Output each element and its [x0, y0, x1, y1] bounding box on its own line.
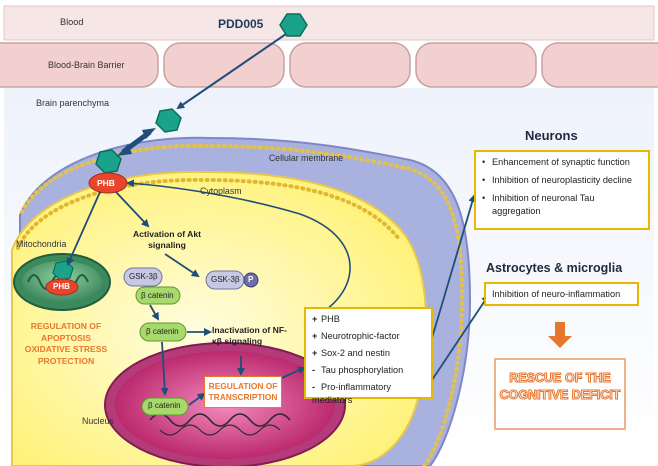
bbb-label: Blood-Brain Barrier — [48, 60, 125, 70]
arrow-effects-to-glia — [431, 294, 490, 381]
bcat-3-label: β catenin — [148, 401, 181, 410]
transcription-label: REGULATION OF TRANSCRIPTION — [208, 381, 278, 402]
blood-band — [3, 5, 655, 41]
arrow-drug-crossing — [176, 33, 287, 110]
transcription-box: REGULATION OF TRANSCRIPTION — [204, 376, 282, 408]
mitochondria-label: Mitochondria — [16, 239, 67, 249]
glia-title: Astrocytes & microglia — [486, 261, 623, 275]
bcat-2-label: β catenin — [146, 327, 179, 336]
phospho-circle — [243, 272, 259, 288]
effect-item: +PHB — [312, 314, 340, 324]
akt-label: Activation of Akt signaling — [133, 229, 201, 250]
arrowhead-drug-to-cell-back — [142, 128, 156, 139]
effect-item: -Pro-inflammatory mediators — [312, 382, 391, 405]
effect-item: +Sox-2 and nestin — [312, 348, 390, 358]
bcat-3-shape — [141, 397, 189, 416]
phb-mito-text: PHB — [53, 282, 70, 291]
arrow-gsk-to-bcat — [149, 304, 159, 321]
effect-item: -Tau phosphorylation — [312, 365, 404, 375]
mito-regulation-label: REGULATION OF APOPTOSIS OXIDATIVE STRESS… — [24, 321, 108, 366]
phospho-label: P — [248, 275, 254, 284]
arrow-akt-to-gsk — [164, 253, 200, 278]
rescue-label: RESCUE OF THE COGNITIVE DEFICIT — [499, 371, 621, 403]
glia-item: Inhibition of neuro-inflammation — [492, 289, 621, 299]
gsk-left-shape — [123, 267, 163, 287]
arrowhead-drug-to-cell — [117, 144, 132, 156]
neurons-item: •Inhibition of neuronal Tau aggregation — [482, 193, 595, 216]
neurons-list: •Enhancement of synaptic function •Inhib… — [482, 156, 642, 218]
bcat-1-label: β catenin — [141, 291, 174, 300]
arrow-phb-to-mito — [66, 191, 101, 266]
cytoplasm-label: Cytoplasm — [200, 186, 242, 196]
bcat-1-shape — [135, 286, 181, 305]
neurons-item: •Inhibition of neuroplasticity decline — [482, 175, 632, 185]
cell-membrane-label: Cellular membrane — [268, 153, 344, 163]
neurons-item: •Enhancement of synaptic function — [482, 157, 630, 167]
gsk-left-label: GSK-3β — [129, 272, 158, 281]
effects-box: +PHB +Neurotrophic-factor +Sox-2 and nes… — [304, 307, 433, 405]
glia-box: Inhibition of neuro-inflammation — [484, 282, 639, 306]
neurons-title: Neurons — [525, 128, 578, 143]
gsk-right-label: GSK-3β — [211, 275, 240, 284]
effect-item: +Neurotrophic-factor — [312, 331, 400, 341]
arrow-phb-to-akt — [115, 191, 150, 228]
drug-hexagon-parenchyma — [155, 108, 182, 133]
parenchyma-label: Brain parenchyma — [36, 98, 110, 108]
nucleus-label: Nucleus — [82, 416, 114, 426]
arrow-bcat-to-transcription — [188, 392, 206, 406]
drug-hexagon-blood — [279, 13, 308, 37]
arrow-bcat-to-nucleus — [160, 341, 169, 396]
bcat-2-shape — [139, 322, 187, 342]
phb-mito — [45, 278, 79, 296]
blood-brain-barrier — [0, 42, 658, 88]
blood-label: Blood — [60, 17, 84, 27]
phb-membrane-text: PHB — [97, 178, 115, 188]
rescue-box: RESCUE OF THE COGNITIVE DEFICIT — [494, 358, 626, 430]
neurons-box: •Enhancement of synaptic function •Inhib… — [474, 150, 650, 230]
nfkb-label: Inactivation of NF-κβ signaling — [212, 325, 287, 346]
drug-label: PDD005 — [218, 17, 264, 31]
orange-down-arrow — [548, 322, 572, 348]
membrane-dots — [20, 143, 465, 466]
effects-list: +PHB +Neurotrophic-factor +Sox-2 and nes… — [312, 313, 425, 407]
drug-hexagon-bound — [95, 149, 122, 174]
arrow-effects-to-phb — [126, 179, 351, 323]
inner-membrane-dots — [16, 177, 401, 250]
